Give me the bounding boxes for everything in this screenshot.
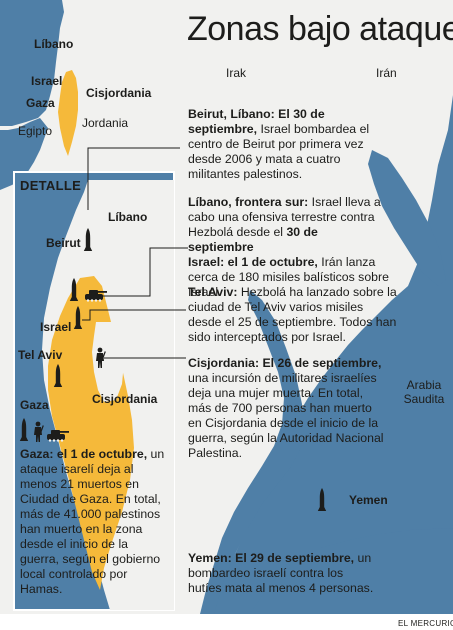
story-cisjordania-heading: Cisjordania: El 26 de septiembre, [188,356,382,370]
label-yemen: Yemen [349,493,388,507]
detail-cisjordania [92,322,124,402]
label-israel-overview: Israel [31,74,63,88]
story-beirut-body: Israel bombardea el centro de Beirut por… [188,122,370,181]
red-sea [200,290,304,614]
arabian-sea [250,528,453,614]
label-gaza-detail: Gaza [20,398,49,412]
label-israel-detail: Israel [40,320,72,334]
label-arabia-line1: Arabia [406,378,442,392]
story-tel-aviv-heading: Tel Aviv: [188,285,238,299]
story-libano-sur-date: 30 de septiembre [188,225,318,254]
label-egipto: Egipto [18,124,53,138]
gaza-note-heading: Gaza: el 1 de octubre, [20,447,148,461]
gaza-note-body: un ataque isarelí deja al menos 21 muert… [20,447,165,596]
story-yemen-heading: Yemen: El 29 de septiembre, [188,551,355,565]
gaza-note: Gaza: el 1 de octubre, un ataque isarelí… [20,447,170,597]
israel-highlight-overview [58,70,78,156]
story-beirut: Beirut, Líbano: El 30 de septiembre, Isr… [188,107,374,182]
story-libano-sur-heading: Líbano, frontera sur: [188,195,309,209]
story-cisjordania-body: una incursión de militares israelíes dej… [188,371,384,460]
page-title: Zonas bajo ataque [187,10,453,48]
story-yemen-body: un bombardeo israelí contra los hutíes m… [188,551,374,595]
story-yemen: Yemen: El 29 de septiembre, un bombardeo… [188,551,378,596]
story-tel-aviv-body: Hezbolá ha lanzado sobre la ciudad de Te… [188,285,397,344]
label-arabia-line2: Saudita [403,392,445,406]
leader-lines [82,147,188,359]
label-tel-aviv: Tel Aviv [18,348,63,362]
label-irak: Irak [226,66,247,80]
label-libano-overview: Líbano [34,37,74,51]
label-jordania: Jordania [82,116,129,130]
credit: EL MERCURIO [398,619,453,628]
persian-gulf [368,150,446,286]
label-cisjordania-detail: Cisjordania [92,392,158,406]
story-beirut-heading: Beirut, Líbano: El 30 de septiembre, [188,107,325,136]
label-libano-detail: Líbano [108,210,148,224]
label-gaza-overview: Gaza [26,96,55,110]
story-israel: Israel: el 1 de octubre, Irán lanza cerc… [188,255,400,300]
story-libano-sur: Líbano, frontera sur: Israel lleva a cab… [188,195,384,255]
story-israel-heading: Israel: el 1 de octubre, [188,255,318,269]
story-cisjordania: Cisjordania: El 26 de septiembre, una in… [188,356,384,461]
story-tel-aviv: Tel Aviv: Hezbolá ha lanzado sobre la ci… [188,285,400,345]
story-libano-sur-body: Israel lleva a cabo una ofensiva terrest… [188,195,381,239]
detail-heading: DETALLE [20,178,82,193]
label-beirut: Beirut [46,236,81,250]
mediterranean [0,0,64,126]
label-cisjordania-overview: Cisjordania [86,86,152,100]
story-israel-body: Irán lanza cerca de 180 misiles balístic… [188,255,389,299]
label-iran: Irán [376,66,397,80]
